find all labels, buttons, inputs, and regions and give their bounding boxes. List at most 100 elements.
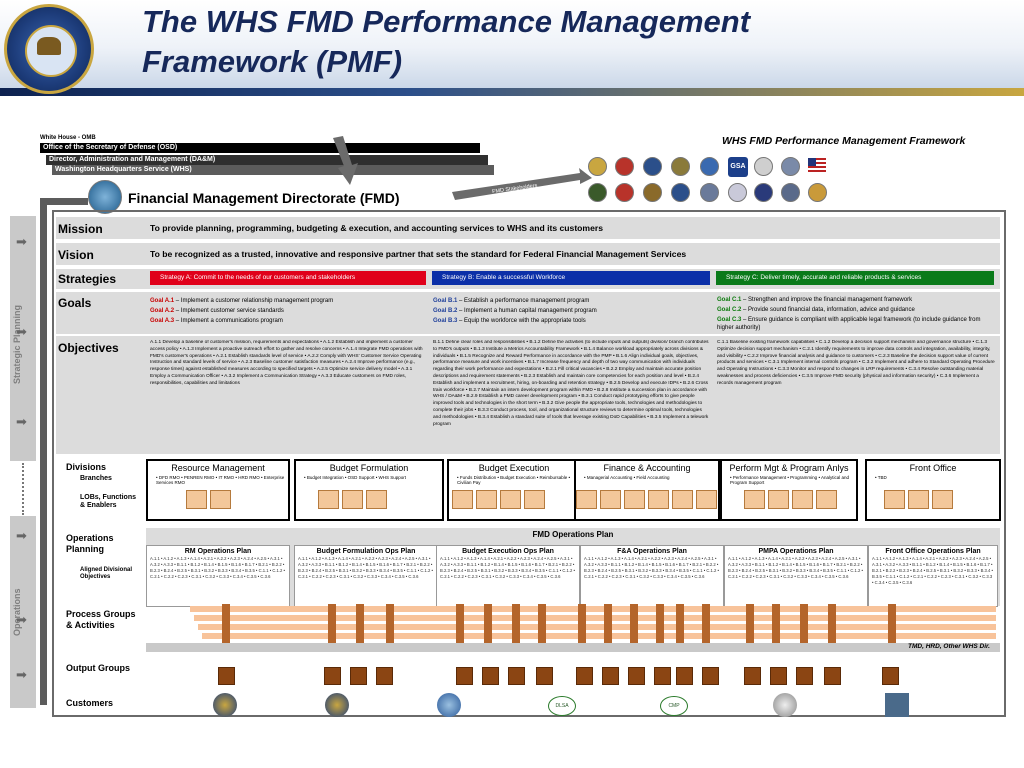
- title-line-1: The WHS FMD Performance Management: [142, 4, 751, 39]
- division-perform-mgt: Perform Mgt & Program Anlys • Performanc…: [720, 459, 858, 521]
- process-activity: [222, 604, 230, 644]
- strategic-planning-sidebar: [10, 216, 36, 461]
- agency-seal-11-icon: [643, 183, 662, 202]
- process-activity: [746, 604, 754, 644]
- vision-row: [56, 243, 1000, 265]
- gsa-logo-icon: GSA: [728, 157, 748, 177]
- output-group-box: [602, 667, 619, 685]
- customer-seal-icon: [437, 693, 461, 717]
- ops-plan-name: Budget Execution Ops Plan: [462, 548, 554, 555]
- vision-text: To be recognized as a trusted, innovativ…: [150, 249, 687, 259]
- ops-plan-title: FMD Operations Plan: [532, 530, 614, 539]
- sidebar-divider: [22, 463, 26, 515]
- process-activity: [356, 604, 364, 644]
- division-branches: • Budget Integration • OSD Support • WHS…: [304, 475, 407, 480]
- lob-box: [476, 490, 497, 509]
- process-activity: [512, 604, 520, 644]
- process-bar: [194, 615, 996, 621]
- goal-id: Goal C.1: [717, 297, 742, 303]
- lob-box: [672, 490, 693, 509]
- lob-box: [318, 490, 339, 509]
- goal-id: Goal B.2: [433, 308, 458, 314]
- page-title: The WHS FMD Performance Management Frame…: [142, 2, 750, 82]
- goal-text: – Ensure guidance is compliant with appl…: [717, 317, 981, 331]
- title-banner: [0, 0, 1024, 95]
- agency-seal-3-icon: [643, 157, 662, 176]
- agency-seal-1-icon: [588, 157, 607, 176]
- output-group-box: [744, 667, 761, 685]
- agency-seal-16-icon: [781, 183, 800, 202]
- output-group-box: [350, 667, 367, 685]
- vision-label: Vision: [58, 248, 94, 262]
- goal-text: – Implement customer service standards: [174, 308, 284, 314]
- customer-dlsa: DLSA: [548, 696, 576, 716]
- framework-subtitle: WHS FMD Performance Management Framework: [722, 135, 966, 147]
- process-gray-band: [146, 643, 1000, 652]
- output-group-box: [628, 667, 645, 685]
- division-name: Front Office: [909, 463, 957, 473]
- mission-row: [56, 217, 1000, 239]
- arrow-right-icon: ➡: [16, 234, 27, 249]
- goal-id: Goal B.1: [433, 298, 458, 304]
- strategy-a: Strategy A: Commit to the needs of our c…: [150, 271, 426, 285]
- lob-box: [648, 490, 669, 509]
- lob-box: [744, 490, 765, 509]
- title-line-2: Framework (PMF): [142, 44, 403, 79]
- ops-plan-name: PMPA Operations Plan: [758, 548, 834, 555]
- lob-box: [452, 490, 473, 509]
- agency-seal-4-icon: [671, 157, 690, 176]
- goal-text: – Implement a human capital management p…: [457, 308, 597, 314]
- process-activity: [800, 604, 808, 644]
- objectives-a: A.1.1 Develop a baseline of customer's m…: [150, 340, 423, 386]
- ops-plan-objectives: A.1.1 • A.1.2 • A.1.3 • A.1.4 • A.2.1 • …: [584, 556, 720, 579]
- objectives-b: B.1.1 Define clear roles and responsibil…: [433, 340, 709, 427]
- customer-cmp: CMP: [660, 696, 688, 716]
- lob-box: [342, 490, 363, 509]
- mission-text: To provide planning, programming, budget…: [150, 223, 603, 233]
- hierarchy-osd: Office of the Secretary of Defense (OSD): [40, 143, 480, 153]
- lob-box: [210, 490, 231, 509]
- division-name: Perform Mgt & Program Anlys: [729, 463, 849, 473]
- arrow-right-icon: ➡: [16, 612, 27, 627]
- process-activity: [484, 604, 492, 644]
- arrow-right-icon: ➡: [16, 528, 27, 543]
- process-activity: [888, 604, 896, 644]
- process-activity: [328, 604, 336, 644]
- agency-seal-2-icon: [615, 157, 634, 176]
- goal-id: Goal C.3: [717, 317, 742, 323]
- lob-box: [186, 490, 207, 509]
- lob-box: [500, 490, 521, 509]
- agency-seal-14-icon: [728, 183, 747, 202]
- output-group-box: [882, 667, 899, 685]
- lob-box: [884, 490, 905, 509]
- customer-seal-icon: [773, 693, 797, 717]
- process-activity: [702, 604, 710, 644]
- output-group-box: [702, 667, 719, 685]
- output-group-box: [536, 667, 553, 685]
- output-group-box: [324, 667, 341, 685]
- division-branches: • TBD: [875, 475, 887, 480]
- division-branches: • Managerial Accounting • Field Accounti…: [584, 475, 670, 480]
- lob-box: [932, 490, 953, 509]
- division-finance-accounting: Finance & Accounting • Managerial Accoun…: [574, 459, 720, 521]
- goal-text: – Implement a communications program: [174, 318, 283, 324]
- process-activity: [656, 604, 664, 644]
- ops-plan-name: Front Office Operations Plan: [885, 548, 981, 555]
- customers-label: Customers: [66, 698, 114, 708]
- ops-plan-name: F&A Operations Plan: [617, 548, 687, 555]
- output-group-box: [508, 667, 525, 685]
- us-flag-icon: [808, 158, 826, 174]
- mission-label: Mission: [58, 222, 103, 236]
- division-branches: • Performance Management • Programming •…: [730, 475, 850, 485]
- lob-box: [524, 490, 545, 509]
- goal-id: Goal A.3: [150, 318, 175, 324]
- title-band: [0, 88, 1024, 96]
- divisions-label: Divisions: [66, 462, 107, 472]
- ops-plan-name: RM Operations Plan: [184, 548, 252, 555]
- goals-label: Goals: [58, 296, 92, 310]
- goal-text: – Strengthen and improve the financial m…: [741, 297, 913, 303]
- strategies-label: Strategies: [58, 272, 117, 286]
